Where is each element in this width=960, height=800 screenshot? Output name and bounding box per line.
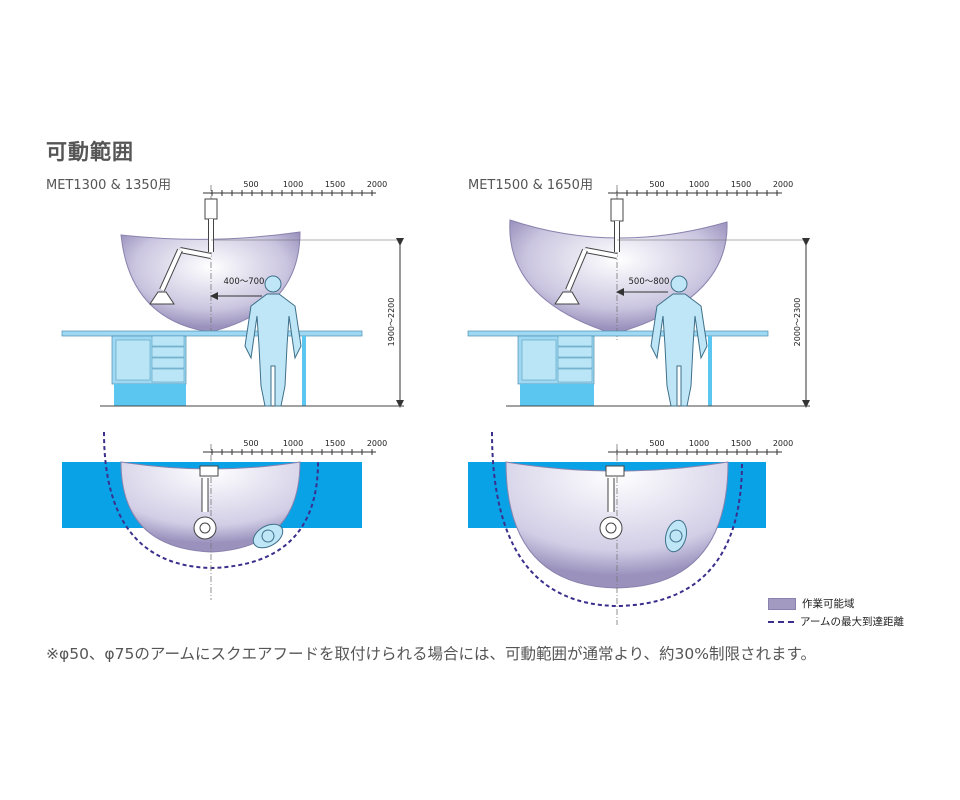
scale-label-500-r: 500 bbox=[649, 180, 664, 189]
top-view-left: 500 1000 1500 2000 bbox=[62, 431, 387, 600]
reach-label-right: 500～800 bbox=[629, 277, 670, 287]
legend-max-reach-label: アームの最大到達距離 bbox=[800, 616, 905, 628]
scale-label-1500-r: 1500 bbox=[731, 180, 751, 189]
arm-right bbox=[554, 198, 624, 305]
scale-label-1500-tr: 1500 bbox=[731, 439, 751, 448]
legend-max-reach-line bbox=[768, 620, 794, 623]
person-top-left bbox=[252, 523, 284, 549]
scale-label-1500: 1500 bbox=[325, 180, 345, 189]
reach-label-left: 400～700 bbox=[224, 277, 265, 287]
scale-label-500-tr: 500 bbox=[649, 439, 664, 448]
side-view-left: 500 1000 1500 2000 1900～2200 400～700 bbox=[61, 180, 404, 408]
page-title: 可動範囲 bbox=[46, 140, 134, 164]
legend-work-area-label: 作業可能域 bbox=[802, 598, 855, 610]
top-view-right: 500 1000 1500 2000 bbox=[468, 431, 793, 625]
footnote: ※φ50、φ75のアームにスクエアフードを取付けられる場合には、可動範囲が通常よ… bbox=[46, 645, 816, 663]
arm-left bbox=[149, 198, 218, 305]
scale-label-500: 500 bbox=[243, 180, 258, 189]
scale-label-2000-r: 2000 bbox=[773, 180, 793, 189]
scale-label-500-tl: 500 bbox=[243, 439, 258, 448]
scale-label-2000: 2000 bbox=[367, 180, 387, 189]
scale-ticks-right bbox=[616, 190, 778, 196]
scale-label-1000-tr: 1000 bbox=[689, 439, 709, 448]
model-label-left: MET1300 & 1350用 bbox=[46, 178, 171, 193]
scale-label-1000: 1000 bbox=[283, 180, 303, 189]
height-label-left: 1900～2200 bbox=[387, 298, 396, 347]
scale-label-2000-tr: 2000 bbox=[773, 439, 793, 448]
legend-work-area: 作業可能域 bbox=[768, 596, 855, 611]
scale-label-2000-tl: 2000 bbox=[367, 439, 387, 448]
scale-label-1000-r: 1000 bbox=[689, 180, 709, 189]
height-label-right: 2000～2300 bbox=[793, 298, 802, 347]
person-top-right bbox=[664, 519, 688, 553]
side-view-right: 500 1000 1500 2000 2000～2300 500～800 bbox=[467, 180, 810, 408]
model-label-right: MET1500 & 1650用 bbox=[468, 178, 593, 193]
scale-ticks-left bbox=[211, 190, 373, 196]
legend-work-area-swatch bbox=[768, 597, 796, 610]
scale-label-1500-tl: 1500 bbox=[325, 439, 345, 448]
scale-label-1000-tl: 1000 bbox=[283, 439, 303, 448]
legend-max-reach: アームの最大到達距離 bbox=[768, 614, 904, 629]
